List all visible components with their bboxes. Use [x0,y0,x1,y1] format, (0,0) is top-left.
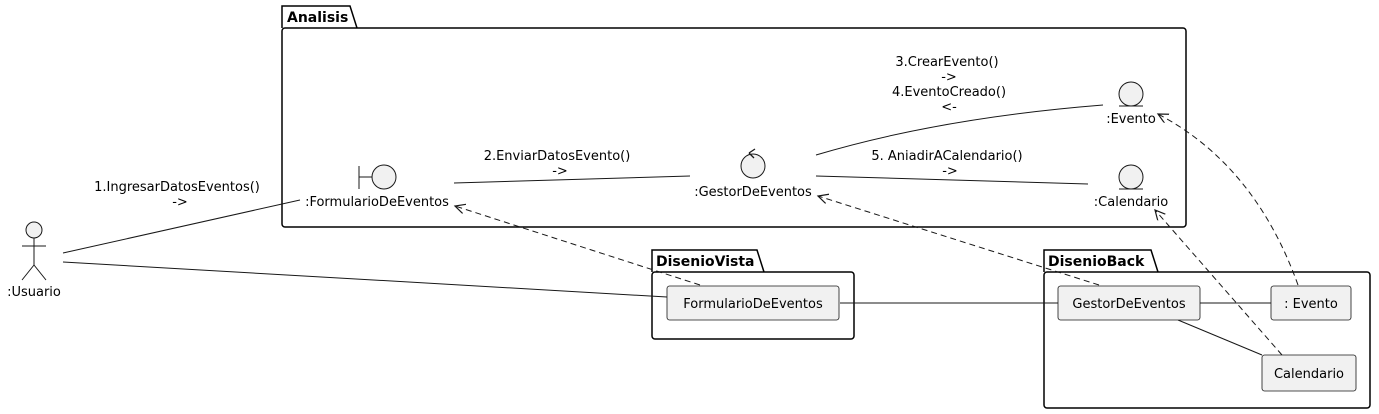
box-back-evento-label: : Evento [1284,297,1338,312]
package-analisis-title: Analisis [287,10,348,26]
message-4-label: 4.EventoCreado() [892,85,1006,100]
box-vista-formulario-label: FormularioDeEventos [683,297,823,312]
message-3-4: 3.CrearEvento() -> 4.EventoCreado() <- [892,55,1006,115]
message-5: 5. AniadirACalendario() -> [871,149,1022,179]
trace-evento-back [1158,114,1299,286]
boundary-formulario[interactable]: :FormularioDeEventos [305,164,449,210]
box-back-gestor[interactable]: GestorDeEventos [1057,285,1201,321]
entity-evento-label: :Evento [1106,112,1156,127]
control-gestor[interactable]: :GestorDeEventos [694,148,812,200]
trace-calendario-back [1155,210,1283,356]
message-3-direction: -> [941,70,957,85]
entity-evento[interactable]: :Evento [1106,81,1156,127]
link-gestor-evento [815,104,1104,156]
message-5-direction: -> [942,164,958,179]
control-icon [740,148,766,179]
entity-calendario[interactable]: :Calendario [1094,164,1168,210]
message-3-label: 3.CrearEvento() [895,55,998,70]
message-2: 2.EnviarDatosEvento() -> [484,149,631,179]
trace-dependencies [455,114,1299,356]
boundary-icon [358,164,397,190]
associations [62,104,1271,356]
message-4-direction: <- [941,100,957,115]
link-usuario-formulario [62,199,301,254]
entity-icon [1118,81,1144,107]
message-2-label: 2.EnviarDatosEvento() [484,149,631,164]
actor-usuario-label: :Usuario [7,285,61,300]
entity-calendario-label: :Calendario [1094,195,1168,210]
box-vista-formulario[interactable]: FormularioDeEventos [666,285,840,321]
box-back-evento[interactable]: : Evento [1270,285,1352,321]
box-back-gestor-label: GestorDeEventos [1072,297,1185,312]
message-1-label: 1.IngresarDatosEventos() [94,180,260,195]
link-usuario-vista-formulario [62,261,668,298]
box-back-calendario[interactable]: Calendario [1261,354,1357,392]
message-1-direction: -> [172,195,188,210]
message-5-label: 5. AniadirACalendario() [871,149,1022,164]
box-back-calendario-label: Calendario [1274,367,1344,382]
trace-back-gestor [818,196,1100,286]
package-analisis: Analisis [281,5,1187,228]
actor-stickman-icon [21,221,47,281]
package-disenio-back-title: DisenioBack [1048,254,1145,270]
message-1: 1.IngresarDatosEventos() -> [94,180,260,210]
link-formulario-gestor [453,175,691,184]
trace-vista-formulario [455,206,701,286]
link-gestor-calendario-back [1177,319,1263,356]
boundary-formulario-label: :FormularioDeEventos [305,195,449,210]
entity-icon [1118,164,1144,190]
control-gestor-label: :GestorDeEventos [694,185,812,200]
message-2-direction: -> [552,164,568,179]
package-disenio-vista-title: DisenioVista [656,254,755,270]
actor-usuario[interactable]: :Usuario [7,221,61,300]
link-gestor-calendario [815,175,1089,185]
